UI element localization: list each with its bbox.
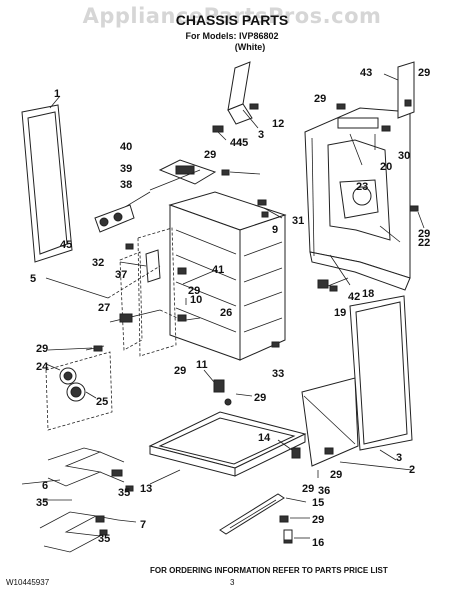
part-5-rod bbox=[45, 265, 161, 299]
part-43-rear-bracket bbox=[383, 61, 415, 119]
model-number: For Models: IVP86802 bbox=[185, 31, 279, 41]
callout-label: 13 bbox=[140, 483, 152, 495]
document-id: W10445937 bbox=[6, 578, 50, 587]
callout-label: 36 bbox=[318, 485, 330, 497]
callout-label: 32 bbox=[92, 257, 104, 269]
callout-label: 3 bbox=[396, 452, 402, 464]
callout-label: 20 bbox=[380, 161, 392, 173]
callout-label: 41 bbox=[212, 264, 224, 276]
ordering-note: FOR ORDERING INFORMATION REFER TO PARTS … bbox=[150, 566, 388, 575]
hardware-screws bbox=[21, 99, 425, 539]
callout-label: 35 bbox=[98, 533, 110, 545]
callout-label: 29 bbox=[302, 483, 314, 495]
callout-label: 23 bbox=[356, 181, 368, 193]
callout-label: 5 bbox=[30, 273, 36, 285]
part-16-leveling-leg bbox=[283, 529, 293, 544]
callout-labels: 1 2 3 12 45 3 5 6 7 9 10 11 13 14 15 16 … bbox=[30, 67, 430, 549]
part-13-broiler-drawer bbox=[148, 411, 307, 485]
callout-label: 14 bbox=[258, 432, 271, 444]
callout-label: 29 bbox=[204, 149, 216, 161]
part-24-knob-assembly bbox=[45, 345, 113, 431]
callout-label: 7 bbox=[140, 519, 146, 531]
callout-label: 12 bbox=[272, 118, 284, 130]
part-36-drawer-panel bbox=[301, 377, 359, 478]
callout-label: 6 bbox=[42, 480, 48, 492]
callout-label: 44 bbox=[230, 137, 243, 149]
page-number: 3 bbox=[230, 578, 235, 587]
callout-label: 43 bbox=[360, 67, 372, 79]
callout-label: 29 bbox=[36, 343, 48, 355]
callout-label: 39 bbox=[120, 163, 132, 175]
part-6-bake-element bbox=[47, 447, 125, 487]
part-2-leader bbox=[339, 461, 413, 471]
callout-label: 29 bbox=[312, 514, 324, 526]
part-37-bracket bbox=[145, 249, 161, 283]
callout-label: 42 bbox=[348, 291, 360, 303]
callout-label: 22 bbox=[418, 237, 430, 249]
callout-label: 3 bbox=[258, 129, 264, 141]
part-38-gas-valve bbox=[94, 204, 135, 233]
callout-label: 10 bbox=[190, 294, 202, 306]
callout-label: 29 bbox=[174, 365, 186, 377]
callout-label: 29 bbox=[330, 469, 342, 481]
model-color: (White) bbox=[234, 42, 266, 52]
callout-label: 37 bbox=[115, 269, 127, 281]
callout-label: 31 bbox=[292, 215, 304, 227]
callout-label: 35 bbox=[118, 487, 130, 499]
part-oven-cavity bbox=[168, 191, 287, 361]
part-11-fitting bbox=[203, 369, 232, 406]
callout-label: 9 bbox=[272, 224, 278, 236]
part-15-drawer-rail bbox=[219, 493, 307, 535]
callout-label: 26 bbox=[220, 307, 232, 319]
part-3-left-door bbox=[21, 95, 73, 263]
callout-label: 45 bbox=[236, 137, 248, 149]
callout-label: 29 bbox=[188, 285, 200, 297]
diagram-title: CHASSIS PARTS bbox=[175, 12, 289, 28]
callout-label: 40 bbox=[120, 141, 132, 153]
callout-label: 29 bbox=[314, 93, 326, 105]
callout-label: 27 bbox=[98, 302, 110, 314]
callout-label: 38 bbox=[120, 179, 132, 191]
callout-label: 16 bbox=[312, 537, 324, 549]
callout-label: 29 bbox=[418, 228, 430, 240]
callout-label: 29 bbox=[254, 392, 266, 404]
callout-label: 24 bbox=[36, 361, 49, 373]
callout-label: 35 bbox=[36, 497, 48, 509]
watermark: AppliancePartsPros.com bbox=[82, 4, 382, 28]
callout-label: 1 bbox=[54, 88, 60, 100]
part-chassis-frame bbox=[304, 107, 411, 291]
part-7-broil-element bbox=[39, 511, 137, 553]
callout-label: 11 bbox=[196, 359, 208, 371]
callout-label: 30 bbox=[398, 150, 410, 162]
callout-label: 19 bbox=[334, 307, 346, 319]
part-3-right-door bbox=[349, 295, 413, 461]
callout-label: 45 bbox=[60, 239, 72, 251]
part-14-clip bbox=[277, 439, 301, 459]
callout-label: 2 bbox=[409, 464, 415, 476]
callout-label: 18 bbox=[362, 288, 374, 300]
callout-label: 33 bbox=[272, 368, 284, 380]
callout-label: 29 bbox=[418, 67, 430, 79]
callout-label: 25 bbox=[96, 396, 108, 408]
part-1-vent-bracket bbox=[212, 61, 259, 141]
callout-label: 15 bbox=[312, 497, 324, 509]
